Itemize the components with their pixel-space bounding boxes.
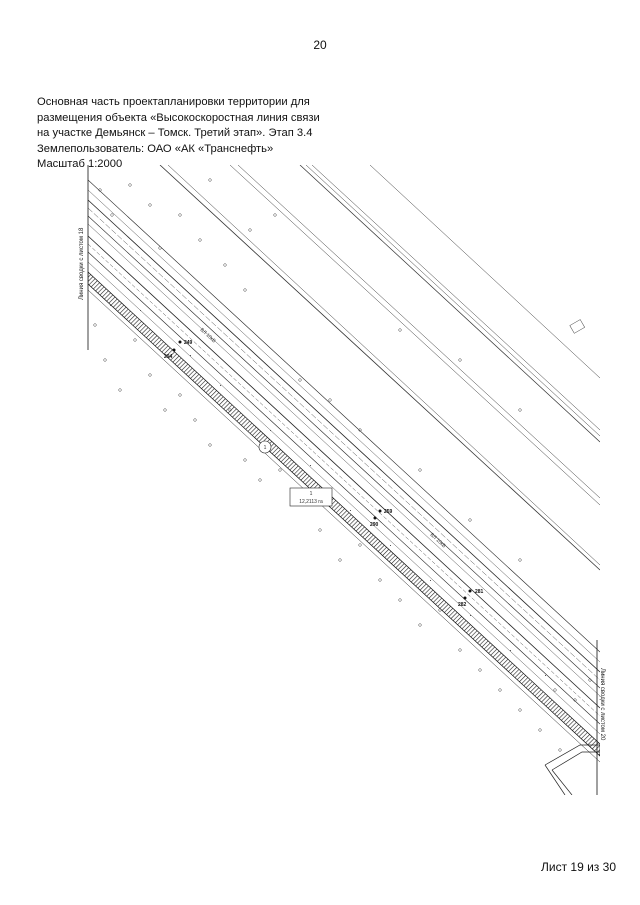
power-line-label: ВЛ 10кВ	[429, 532, 448, 550]
title-line-1: Основная часть проектапланировки террито…	[37, 96, 310, 108]
sheet-counter: Лист 19 из 30	[541, 860, 616, 874]
title-line-2: размещения объекта «Высокоскоростная лин…	[37, 111, 320, 124]
land-user-line: Землепользователь: ОАО «АК «Транснефть»	[37, 142, 274, 155]
map-title-block: Основная часть проектапланировки террито…	[37, 95, 327, 173]
point-label-259: 259	[384, 509, 393, 515]
right-match-label: Линия сводки с листом 20	[599, 668, 605, 741]
point-label-281: 281	[475, 589, 484, 595]
point-label-282: 282	[458, 602, 467, 608]
parcel-label-box	[289, 487, 333, 507]
parcel-id: 1	[310, 491, 313, 497]
page-number: 20	[313, 38, 327, 52]
circle-marker-number: 1	[264, 445, 267, 451]
point-label-294: 294	[164, 354, 173, 360]
point-label-290: 290	[370, 522, 379, 528]
terrain-lines	[159, 165, 600, 571]
survey-point-markers	[172, 340, 472, 600]
band-edge	[88, 289, 600, 763]
corner-structure	[544, 744, 600, 795]
point-label-249: 249	[184, 340, 193, 346]
hatched-band	[88, 271, 600, 757]
parcel-circle-marker	[258, 440, 272, 454]
corridor-lines	[88, 179, 600, 735]
parcel-area: 12,2113 га	[299, 499, 323, 505]
scale-line: Масштаб 1:2000	[37, 158, 123, 171]
left-match-label: Линия сводки с листом 18	[79, 227, 85, 300]
title-line-3: на участке Демьянск – Томск. Третий этап…	[37, 127, 313, 140]
power-line-label: ВЛ 10кВ	[199, 327, 218, 345]
survey-symbols	[93, 178, 592, 752]
survey-ticks	[110, 305, 546, 676]
building-outline	[569, 319, 586, 334]
